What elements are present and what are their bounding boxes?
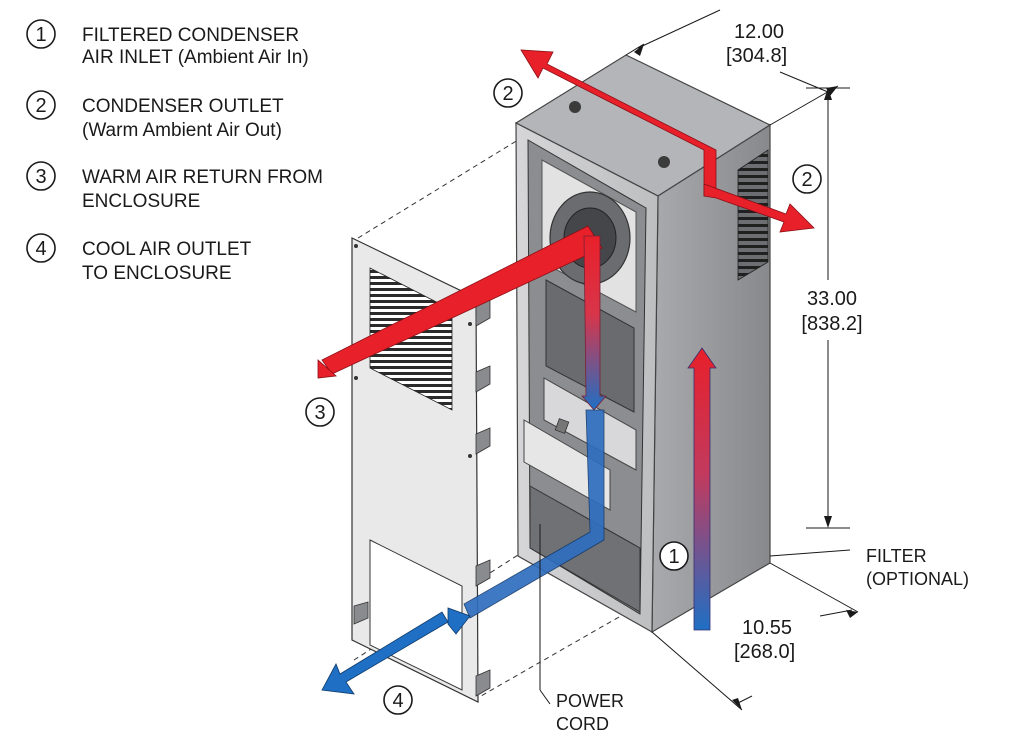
depth-dimension: 10.55 (742, 617, 792, 639)
legend-item-2: 2 CONDENSER OUTLET (Warm Ambient Air Out… (26, 90, 284, 141)
legend-label-line2: AIR INLET (Ambient Air In) (82, 47, 309, 68)
bolt-icon (569, 101, 581, 113)
warm-return-arrow-tail (317, 359, 337, 379)
legend-number: 3 (35, 166, 46, 188)
legend-item-1: 1 FILTERED CONDENSER AIR INLET (Ambient … (26, 19, 309, 68)
screw-icon (468, 322, 472, 326)
legend: 1 FILTERED CONDENSER AIR INLET (Ambient … (26, 19, 323, 284)
unit-body (514, 54, 772, 634)
marker-circle (792, 164, 822, 194)
airflow-arrows (317, 49, 815, 695)
screw-icon (354, 244, 358, 248)
marker-2-top: 2 (502, 83, 513, 105)
callout-labels: FILTER (OPTIONAL) POWER CORD (556, 546, 969, 734)
filter-label: FILTER (866, 546, 927, 566)
legend-number: 4 (35, 238, 46, 260)
legend-number: 2 (35, 95, 46, 117)
marker-circle (493, 78, 523, 108)
depth-dimension-metric: [268.0] (734, 641, 795, 663)
legend-number-circle (26, 90, 56, 120)
marker-1: 1 (668, 546, 679, 568)
power-cord-label-line2: CORD (556, 714, 609, 734)
warm-outlet-arrow-right (703, 183, 815, 233)
panel-grill (369, 267, 453, 411)
cool-flow-path (463, 409, 605, 619)
legend-label-line1: FILTERED CONDENSER (82, 25, 299, 46)
markers: 2 2 3 1 4 (305, 78, 822, 715)
legend-label-line2: ENCLOSURE (82, 191, 200, 212)
legend-label-line1: COOL AIR OUTLET (82, 239, 252, 260)
marker-4: 4 (392, 690, 403, 712)
filter-label-line2: (OPTIONAL) (866, 569, 969, 589)
legend-item-3: 3 WARM AIR RETURN FROM ENCLOSURE (26, 161, 323, 212)
marker-2-right: 2 (801, 169, 812, 191)
legend-number-circle (26, 233, 56, 263)
width-dimension-metric: [304.8] (726, 45, 787, 67)
height-dimension-metric: [838.2] (801, 313, 862, 335)
marker-circle (305, 397, 335, 427)
height-dimension: 33.00 (807, 288, 857, 310)
cool-outlet-arrow-head (447, 607, 471, 635)
power-cord-icon (554, 418, 570, 434)
legend-label-line1: CONDENSER OUTLET (82, 96, 284, 117)
side-grill (737, 149, 769, 281)
marker-circle (383, 685, 413, 715)
legend-number: 1 (35, 24, 46, 46)
width-dimension: 12.00 (734, 21, 784, 43)
marker-circle (659, 541, 689, 571)
screw-icon (468, 454, 472, 458)
legend-label-line1: WARM AIR RETURN FROM (82, 167, 323, 188)
warm-return-arrow (321, 225, 603, 375)
legend-label-line2: (Warm Ambient Air Out) (82, 120, 282, 141)
front-panel (351, 237, 491, 703)
dimension-labels: 12.00 [304.8] 33.00 [838.2] 10.55 [268.0… (726, 21, 863, 663)
ambient-inlet-arrow (687, 347, 717, 631)
cool-outlet-arrow (321, 611, 449, 695)
legend-label-line2: TO ENCLOSURE (82, 263, 232, 284)
legend-item-4: 4 COOL AIR OUTLET TO ENCLOSURE (26, 233, 252, 284)
marker-3: 3 (314, 402, 325, 424)
internal-down-arrow (581, 235, 607, 411)
dimension-arrowheads (634, 44, 858, 710)
power-cord-label: POWER (556, 691, 624, 711)
bolt-icon (658, 156, 670, 168)
screw-icon (354, 376, 358, 380)
legend-number-circle (26, 161, 56, 191)
warm-outlet-arrow-top (520, 49, 717, 197)
legend-number-circle (26, 19, 56, 49)
